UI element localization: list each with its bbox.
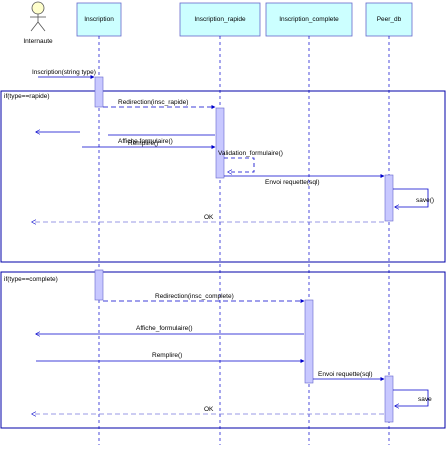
message-ok-2[interactable]: OK	[32, 406, 384, 414]
activation-db-2	[384, 375, 394, 423]
message-inscription-label: Inscription(string type)	[32, 69, 96, 76]
activation-rapide	[215, 107, 225, 179]
message-redirection-complete[interactable]: Redirection(insc_complete)	[103, 293, 305, 303]
message-save-2-label: save	[418, 396, 432, 403]
lifeline-inscription-rapide[interactable]: Inscription_rapide	[179, 2, 261, 37]
lifeline-peer-db-label: Peer_db	[377, 16, 402, 23]
message-affiche-formulaire-2[interactable]: Affiche_formulaire()	[36, 325, 304, 334]
message-affiche-formulaire-2-label: Affiche_formulaire()	[136, 325, 193, 332]
message-save-1[interactable]: save()	[393, 188, 434, 207]
lifeline-inscription-complete[interactable]: Inscription_complete	[265, 2, 353, 37]
lifeline-inscription-complete-label: Inscription_complete	[279, 16, 339, 23]
frame-complete: if(type==complete)	[0, 271, 446, 429]
message-envoi-requette-2-label: Envoi requette(sql)	[318, 371, 373, 378]
message-redirection-rapide[interactable]: Redirection(insc_rapide)	[103, 99, 216, 109]
message-inscription[interactable]: Inscription(string type)	[32, 69, 96, 79]
message-save-1-label: save()	[416, 197, 434, 204]
message-validation-formulaire[interactable]: Validation_formulaire()	[218, 150, 283, 172]
activation-inscription-2	[94, 269, 104, 301]
message-envoi-requette-2[interactable]: Envoi requette(sql)	[313, 371, 385, 381]
lifeline-inscription[interactable]: Inscription	[76, 2, 122, 37]
message-ok-2-label: OK	[204, 406, 214, 413]
activation-complete	[304, 299, 314, 384]
lifeline-inscription-rapide-label: Inscription_rapide	[194, 16, 246, 23]
activation-inscription-1	[94, 76, 104, 108]
message-envoi-requette-1-label: Envoi requette(sql)	[265, 179, 320, 186]
message-ok-1[interactable]: OK	[32, 214, 384, 222]
message-remplire-2[interactable]: Remplire()	[36, 352, 305, 363]
message-remplire-1-label: Remplire()	[128, 140, 158, 147]
message-affiche-formulaire[interactable]: Affiche formulaire()	[108, 134, 215, 145]
message-ok-1-label: OK	[204, 214, 214, 221]
message-affiche-formulaire-label: Affiche formulaire()	[118, 138, 173, 145]
message-validation-formulaire-label: Validation_formulaire()	[218, 150, 283, 157]
lifelines	[98, 36, 390, 445]
lifeline-inscription-label: Inscription	[84, 16, 114, 23]
actor-label: Internaute	[23, 38, 53, 45]
actor-head-icon	[31, 1, 45, 15]
activation-db-1	[384, 174, 394, 222]
frame-rapide: if(type==rapide)	[0, 90, 446, 263]
message-redirection-complete-label: Redirection(insc_complete)	[155, 293, 234, 300]
actor-internaute[interactable]: Internaute	[23, 1, 53, 45]
message-remplire-2-label: Remplire()	[152, 352, 182, 359]
lifeline-peer-db[interactable]: Peer_db	[365, 2, 413, 37]
activations	[94, 76, 394, 423]
message-redirection-rapide-label: Redirection(insc_rapide)	[118, 99, 188, 106]
message-envoi-requette-1[interactable]: Envoi requette(sql)	[224, 174, 385, 186]
message-save-2[interactable]: save	[393, 389, 432, 406]
frame-complete-label: if(type==complete)	[4, 276, 58, 283]
frame-rapide-label: if(type==rapide)	[4, 93, 50, 100]
message-remplire-1[interactable]: Remplire()	[82, 140, 216, 149]
